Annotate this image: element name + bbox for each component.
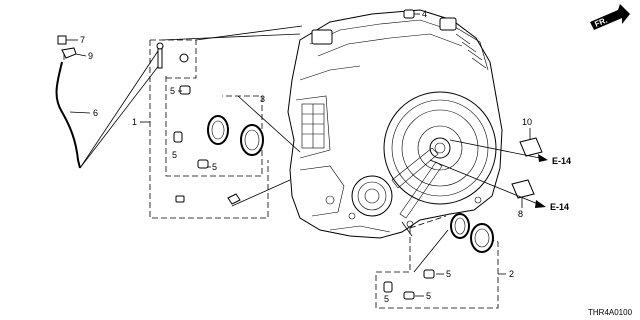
- callout-5-seal-b: 5: [384, 294, 389, 304]
- dipstick-callout-lines: [66, 39, 161, 169]
- callout-8: 8: [518, 209, 523, 219]
- reference-label-upper: E-14: [552, 156, 571, 166]
- callout-5-kit-c: 5: [212, 162, 217, 172]
- transmission-kit-group: [140, 25, 303, 219]
- callout-2: 2: [509, 269, 514, 279]
- callout-7: 7: [80, 35, 85, 45]
- callout-5-seal-a: 5: [446, 269, 451, 279]
- kit-small-parts: [173, 53, 241, 205]
- dipstick-assembly: [55, 35, 81, 169]
- transmission-assembly: [287, 9, 503, 239]
- callout-4: 4: [422, 9, 427, 19]
- oil-seal-kit-group: [375, 213, 506, 309]
- callout-5-kit-a: 5: [170, 86, 175, 96]
- collar-part-10: [519, 128, 543, 157]
- front-direction-arrow-icon: [590, 4, 630, 30]
- plug-part-4: [403, 9, 420, 19]
- callout-5-seal-c: 5: [426, 291, 431, 301]
- direction-label: FR.: [593, 16, 608, 29]
- callout-6: 6: [93, 108, 98, 118]
- diagram-code: THR4A0100: [588, 308, 633, 317]
- callout-10: 10: [522, 117, 532, 127]
- collar-part-8: [511, 179, 535, 208]
- reference-label-lower: E-14: [550, 202, 569, 212]
- callout-5-kit-b: 5: [172, 150, 177, 160]
- reference-arrow-upper: [449, 139, 548, 162]
- callout-1: 1: [132, 117, 137, 127]
- callout-9: 9: [88, 51, 93, 61]
- reference-arrow-lower: [429, 159, 546, 208]
- callout-3: 3: [260, 94, 265, 104]
- oil-seal-set-upper: [207, 115, 264, 156]
